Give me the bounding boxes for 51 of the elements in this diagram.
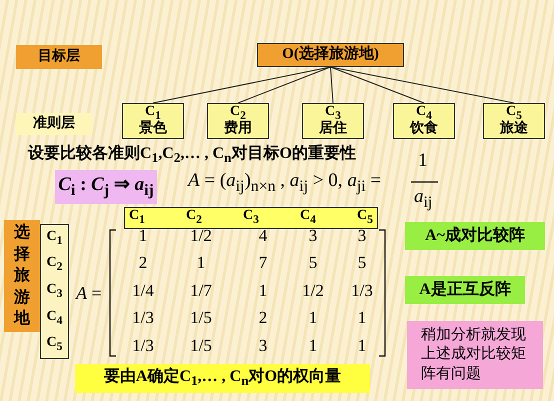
note-box: A~成对比较阵 [405,222,545,250]
matrix-cell-text: 1/4 [131,281,155,301]
connector-line [330,66,424,104]
row-header-box: C$_{1}$ C$_{2}$ C$_{3}$ C$_{4}$ C$_{5}$ [40,224,69,359]
matrix-cell-text: 1/5 [189,336,213,356]
matrix-cell-text: 1/7 [189,281,213,301]
matrix-cell-text: 1 [356,308,368,328]
matrix-cell-text: 1 [356,336,368,356]
criterion-box: C$_{1}$ 景色 [122,103,184,139]
criterion-box: C$_{4}$ 饮食 [393,103,455,139]
criterion-box: C$_{5}$ 旅途 [483,103,545,139]
matrix-cell-text: 3 [308,226,318,246]
matrix-cell-text: 1/3 [350,281,374,301]
layer-label-box: 准则层 [16,113,92,135]
statement-text: 设要比较各准则C$_{1}$,C$_{2}$,… , C$_{n}$对目标O的重要性 [28,143,356,166]
criterion-box: C$_{3}$ 居住 [302,103,364,139]
matrix-cell-text: 1 [196,253,206,273]
conclusion-box: 要由A确定C$_{1}$,… , C$_{n}$对O的权向量 [75,364,370,393]
criterion-box: C$_{2}$ 费用 [207,103,269,139]
matrix-cell-text: 5 [356,253,368,273]
matrix-cell-text: 1/2 [301,281,325,301]
matrix-cell-text: 1 [138,226,148,246]
formula-text: A = (a$_{ij}$)$_{n×n}$ , a$_{ij}$ > 0, a$_{ji}$ = [188,170,382,196]
vertical-label-box: 选择旅游地 [4,220,40,332]
matrix-cell-text: 5 [308,253,318,273]
matrix-name: A = [76,283,102,304]
matrix-cell-text: 3 [258,336,268,356]
formula-box: C$_{i}$ : C$_{j}$ ⇒ a$_{ij}$ [55,170,157,204]
matrix-cell-text: 1/3 [131,308,155,328]
matrix-cell-text: 1 [308,336,318,356]
note-box: A是正互反阵 [405,276,525,304]
connector-line [238,66,331,104]
column-header-box: C$_{1}$ C$_{2}$ C$_{3}$ C$_{4}$ C$_{5}$ [124,207,378,229]
connector-line [330,66,334,104]
goal-box: O(选择旅游地) [257,43,404,67]
matrix-cell-text: 2 [138,253,148,273]
matrix-cell-text: 1 [308,308,318,328]
matrix-cell-text: 4 [258,226,268,246]
matrix-cell-text: 1/2 [189,226,213,246]
matrix-cell-text: 1/5 [189,308,213,328]
note-box: 稍加分析就发现上述成对比较矩阵有问题 [407,321,543,389]
layer-label-box: 目标层 [16,45,102,69]
matrix-cell-text: 3 [356,226,368,246]
connector-line [152,66,331,104]
fraction-denominator: a$_{ij}$ [414,186,432,212]
matrix-cell-text: 1/3 [131,336,155,356]
matrix-cell-text: 2 [258,308,268,328]
fraction-numerator: 1 [418,150,428,172]
connector-line [330,66,514,104]
matrix-cell-text: 7 [258,253,268,273]
matrix-cell-text: 1 [258,281,268,301]
